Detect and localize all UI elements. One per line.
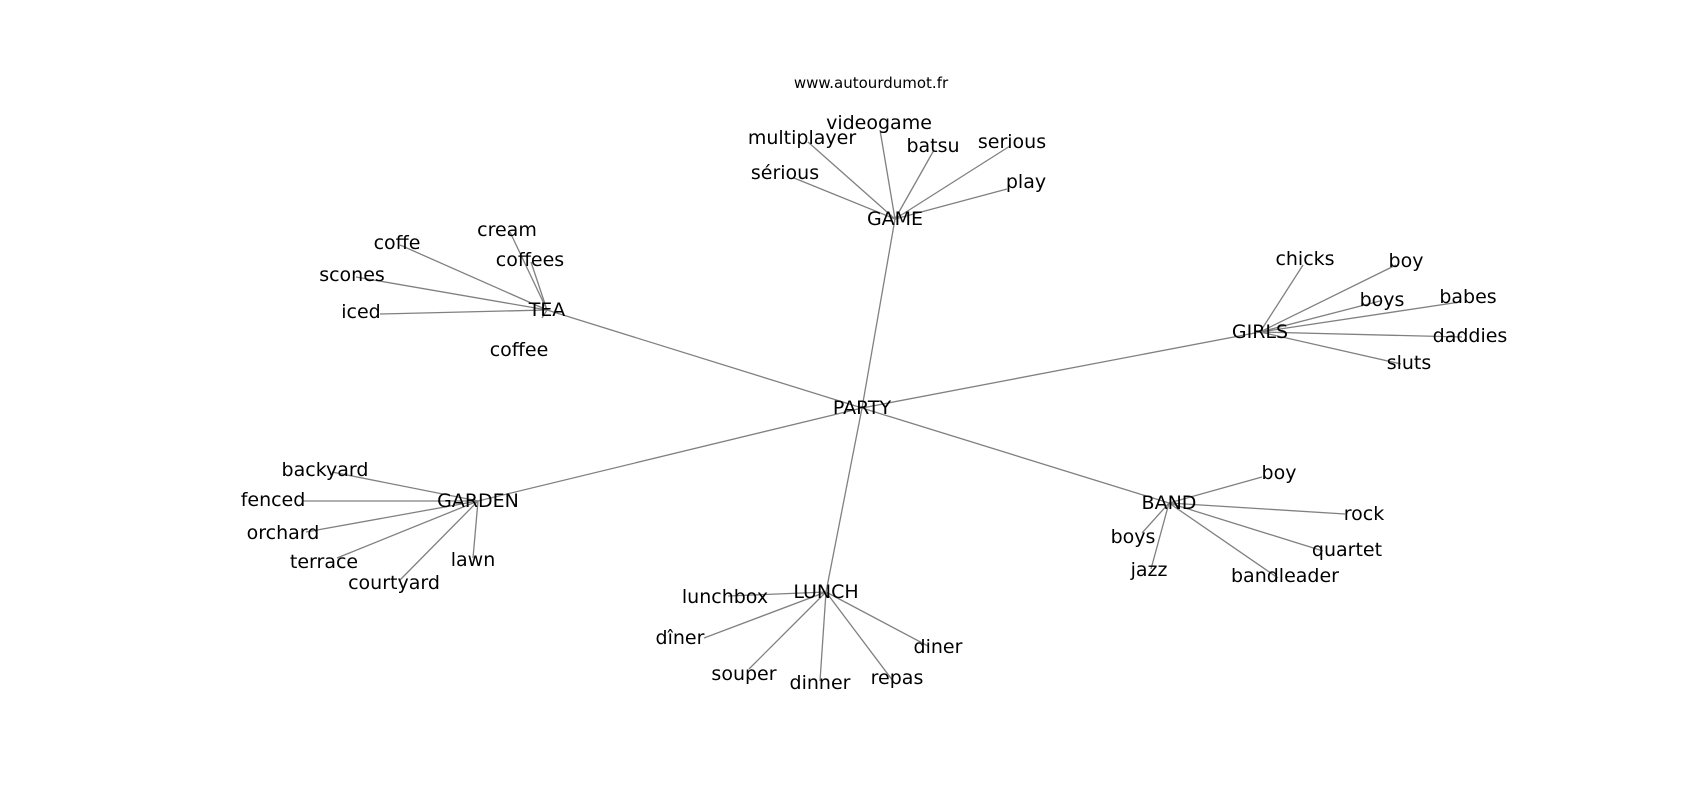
leaf-node-label: rock bbox=[1344, 503, 1384, 525]
edges-layer bbox=[302, 129, 1463, 682]
edge-band-to-leaf bbox=[1168, 502, 1346, 515]
leaf-node-label: multiplayer bbox=[748, 127, 856, 149]
root-node-label: PARTY bbox=[833, 397, 892, 419]
edge-garden-to-leaf bbox=[305, 500, 479, 533]
edge-lunch-to-leaf bbox=[703, 591, 827, 639]
leaf-node-label: orchard bbox=[247, 522, 320, 544]
leaf-node-label: iced bbox=[341, 301, 380, 323]
leaf-node-label: coffee bbox=[490, 339, 549, 361]
leaf-node-label: souper bbox=[711, 663, 776, 685]
leaf-node-label: repas bbox=[871, 667, 924, 689]
leaf-node-label: jazz bbox=[1130, 559, 1168, 581]
hub-node-label: BAND bbox=[1142, 492, 1197, 514]
edge-root-to-lunch bbox=[825, 407, 863, 593]
leaf-node-label: lawn bbox=[451, 549, 496, 571]
leaf-node-label: fenced bbox=[241, 489, 306, 511]
leaf-node-label: diner bbox=[914, 636, 963, 658]
leaf-node-label: dinner bbox=[790, 672, 851, 694]
leaf-node-label: play bbox=[1006, 171, 1046, 193]
edge-tea-to-leaf bbox=[399, 244, 548, 311]
edge-lunch-to-leaf bbox=[825, 591, 894, 682]
edge-tea-to-leaf bbox=[541, 309, 548, 319]
leaf-node-label: batsu bbox=[906, 135, 959, 157]
leaf-node-label: serious bbox=[978, 131, 1046, 153]
edge-tea-to-leaf bbox=[530, 261, 548, 311]
leaf-node-label: cream bbox=[477, 219, 537, 241]
edge-game-to-leaf bbox=[894, 188, 1008, 220]
leaf-node-label: babes bbox=[1439, 286, 1496, 308]
edge-root-to-girls bbox=[861, 331, 1261, 409]
edge-tea-to-leaf bbox=[379, 309, 548, 315]
edge-game-to-leaf bbox=[793, 177, 896, 220]
leaf-node-label: dîner bbox=[656, 627, 705, 649]
edge-girls-to-leaf bbox=[1259, 300, 1381, 333]
edge-girls-to-leaf bbox=[1259, 331, 1402, 365]
leaf-node-label: courtyard bbox=[348, 572, 440, 594]
hub-node-label: GIRLS bbox=[1232, 321, 1288, 343]
leaf-node-label: sluts bbox=[1387, 352, 1432, 374]
edge-band-to-leaf bbox=[1168, 476, 1263, 504]
edge-lunch-to-leaf bbox=[825, 591, 929, 647]
source-watermark: www.autourdumot.fr bbox=[794, 74, 949, 92]
edge-girls-to-leaf bbox=[1259, 264, 1397, 333]
edge-game-to-leaf bbox=[894, 145, 1011, 220]
edge-garden-to-leaf bbox=[472, 500, 479, 559]
leaf-node-label: videogame bbox=[826, 112, 932, 134]
edge-root-to-tea bbox=[546, 309, 863, 409]
leaf-node-label: boys bbox=[1111, 526, 1156, 548]
edge-game-to-leaf bbox=[879, 129, 896, 220]
edge-lunch-to-leaf bbox=[748, 591, 827, 670]
hub-node-label: LUNCH bbox=[793, 581, 858, 603]
edge-root-to-game bbox=[861, 218, 896, 409]
edge-band-to-leaf bbox=[1150, 502, 1170, 570]
leaf-node-label: quartet bbox=[1312, 539, 1382, 561]
edge-game-to-leaf bbox=[894, 149, 935, 220]
leaf-node-label: daddies bbox=[1433, 325, 1508, 347]
edge-garden-to-leaf bbox=[398, 500, 479, 582]
edge-garden-to-leaf bbox=[331, 471, 479, 502]
leaf-node-label: terrace bbox=[290, 551, 358, 573]
edge-tea-to-leaf bbox=[509, 231, 548, 311]
leaf-node-label: sérious bbox=[751, 162, 819, 184]
leaf-node-label: chicks bbox=[1275, 248, 1334, 270]
leaf-node-label: boy bbox=[1262, 462, 1297, 484]
leaf-node-label: lunchbox bbox=[682, 586, 768, 608]
edge-girls-to-leaf bbox=[1259, 331, 1463, 338]
edge-band-to-leaf bbox=[1168, 502, 1279, 579]
edge-root-to-garden bbox=[477, 407, 863, 502]
leaf-node-label: backyard bbox=[282, 459, 369, 481]
edge-lunch-to-leaf bbox=[727, 591, 827, 597]
edge-girls-to-leaf bbox=[1259, 301, 1461, 333]
edge-girls-to-leaf bbox=[1259, 264, 1304, 333]
edge-band-to-leaf bbox=[1168, 502, 1324, 552]
leaf-node-label: scones bbox=[319, 264, 385, 286]
leaf-node-label: coffees bbox=[496, 249, 564, 271]
hub-node-label: GARDEN bbox=[437, 490, 519, 512]
edge-lunch-to-leaf bbox=[819, 591, 827, 682]
edge-game-to-leaf bbox=[807, 141, 896, 220]
leaf-node-label: boy bbox=[1389, 250, 1424, 272]
hub-node-label: GAME bbox=[867, 208, 923, 230]
edge-garden-to-leaf bbox=[336, 500, 479, 559]
leaf-node-label: bandleader bbox=[1231, 565, 1339, 587]
edge-tea-to-leaf bbox=[355, 276, 548, 311]
edge-root-to-band bbox=[861, 407, 1170, 504]
edge-band-to-leaf bbox=[1141, 502, 1170, 534]
leaf-node-label: boys bbox=[1360, 289, 1405, 311]
leaf-node-label: coffe bbox=[374, 232, 421, 254]
hub-node-label: TEA bbox=[528, 299, 566, 321]
